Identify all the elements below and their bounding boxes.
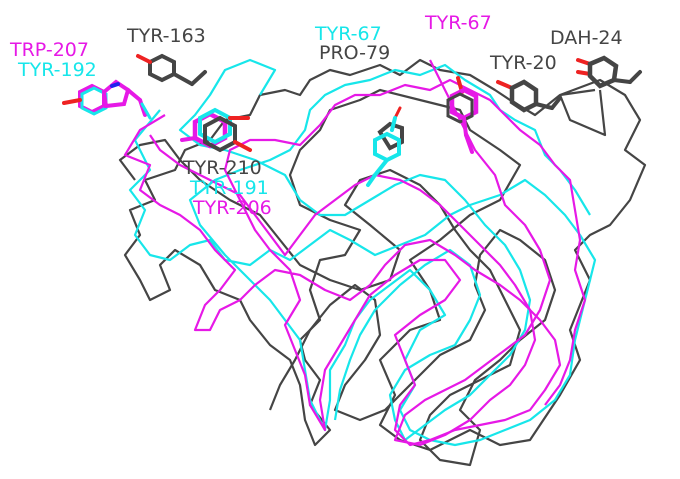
label-trp-207: TRP-207 <box>10 39 89 61</box>
pro79-tyr67-cyan-residues <box>366 106 404 187</box>
tyr163-residue <box>136 53 207 86</box>
label-tyr-67-magenta: TYR-67 <box>425 12 492 34</box>
tyr20-residue <box>496 79 562 113</box>
trp207-tyr192-residues <box>62 79 152 120</box>
backbone-trace-dark-2 <box>118 138 557 467</box>
label-tyr-210: TYR-210 <box>183 157 262 179</box>
backbone-trace-cyan <box>128 63 597 447</box>
tyr67-magenta-residue <box>446 76 479 154</box>
label-pro-79: PRO-79 <box>319 42 391 64</box>
label-dah-24: DAH-24 <box>550 27 623 49</box>
label-tyr-163: TYR-163 <box>127 25 206 47</box>
backbone-trace-magenta <box>123 78 587 447</box>
label-tyr-191: TYR-191 <box>190 177 269 199</box>
label-tyr-20: TYR-20 <box>490 52 557 74</box>
tyr210-tyr191-tyr206-residues <box>180 107 252 153</box>
backbone-trace-dark <box>123 58 647 452</box>
dah24-residue <box>576 55 642 89</box>
label-tyr-67-cyan: TYR-67 <box>315 23 382 45</box>
label-tyr-192: TYR-192 <box>18 59 97 81</box>
label-tyr-206: TYR-206 <box>193 197 272 219</box>
backbone-trace-magenta-2 <box>149 59 552 447</box>
